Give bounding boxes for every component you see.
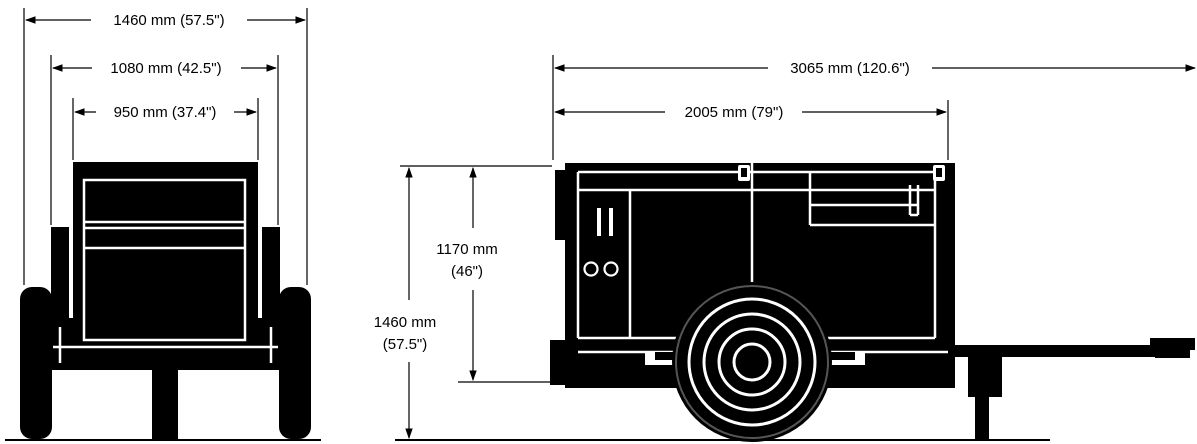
front-overall-width-label: 1460 mm (57.5"): [113, 12, 224, 29]
front-view: 1460 mm (57.5") 1080 mm (42.5") 950 mm (…: [5, 8, 321, 441]
trailer-side-silhouette: [550, 163, 1195, 442]
dim-side-overall-length: 3065 mm (120.6"): [553, 60, 1197, 77]
dim-side-body-height: 1170 mm (46"): [436, 166, 498, 382]
dim-side-overall-height: 1460 mm (57.5"): [374, 166, 437, 440]
side-overall-length-label: 3065 mm (120.6"): [790, 60, 910, 77]
dim-front-fender-width: 1080 mm (42.5"): [51, 60, 278, 77]
side-view: 3065 mm (120.6") 2005 mm (79") 1170 mm (…: [374, 55, 1197, 442]
side-body-height-label-1: 1170 mm: [436, 241, 497, 258]
side-overall-height-label-1: 1460 mm: [374, 314, 437, 331]
trailer-front-silhouette: [20, 162, 311, 440]
side-body-length-label: 2005 mm (79"): [685, 104, 784, 121]
front-fender-width-label: 1080 mm (42.5"): [110, 60, 221, 77]
dim-side-body-length: 2005 mm (79"): [553, 104, 948, 121]
side-overall-height-label-2: (57.5"): [383, 336, 428, 353]
side-body-height-label-2: (46"): [451, 263, 483, 280]
dim-front-overall-width: 1460 mm (57.5"): [24, 12, 307, 29]
front-body-width-label: 950 mm (37.4"): [114, 104, 217, 121]
dim-front-body-width: 950 mm (37.4"): [73, 104, 258, 121]
